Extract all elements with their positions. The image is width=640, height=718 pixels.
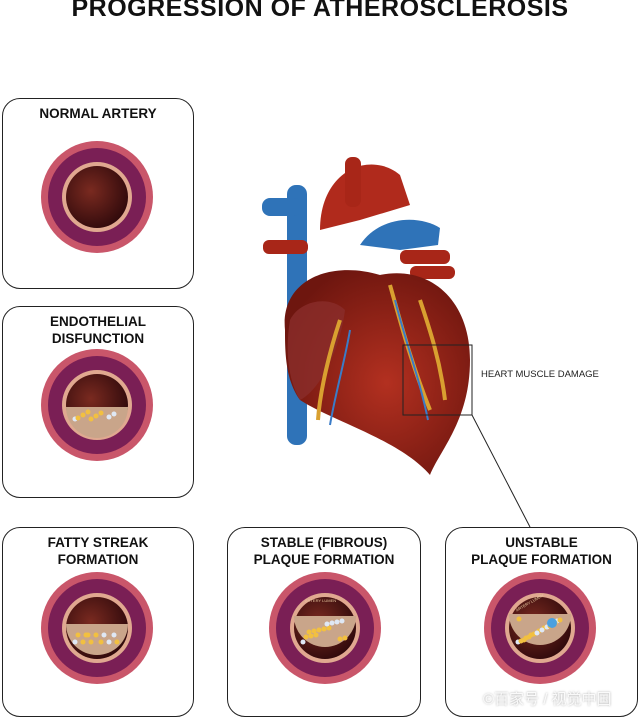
lipid-particle <box>111 411 117 417</box>
lipid-particle <box>516 616 522 622</box>
callout-line <box>471 414 531 528</box>
plaque <box>66 624 128 655</box>
lipid-particle <box>326 625 332 631</box>
lipid-particle <box>111 632 117 638</box>
lipid-particle <box>308 633 314 639</box>
lipid-particle <box>329 620 335 626</box>
artery-lumen <box>66 166 128 228</box>
lipid-particle <box>342 635 348 641</box>
lipid-particle <box>80 412 86 418</box>
lipid-particle <box>534 630 540 636</box>
heart-muscle-damage-label: HEART MUSCLE DAMAGE <box>481 369 599 380</box>
lipid-particle <box>98 639 104 645</box>
panel-label: STABLE (FIBROUS) PLAQUE FORMATION <box>253 535 395 567</box>
lipid-particle <box>88 416 94 422</box>
lipid-particle <box>88 639 94 645</box>
watermark: ©百家号 / 视觉中国 <box>483 691 612 708</box>
lipid-particle <box>339 618 345 624</box>
lipid-particle <box>101 632 107 638</box>
lipid-particle <box>526 634 532 640</box>
lipid-particle <box>106 414 112 420</box>
panel-label: FATTY STREAK FORMATION <box>47 535 149 567</box>
lipid-particle <box>106 639 112 645</box>
thrombus <box>547 618 557 628</box>
lipid-particle <box>114 639 120 645</box>
lipid-particle <box>72 639 78 645</box>
lipid-particle <box>80 639 86 645</box>
panel-label: NORMAL ARTERY <box>39 106 157 121</box>
lipid-particle <box>321 626 327 632</box>
lipid-particle <box>75 632 81 638</box>
lipid-particle <box>98 410 104 416</box>
lipid-particle <box>311 628 317 634</box>
page-title: PROGRESSION OF ATHEROSCLEROSIS <box>71 0 569 22</box>
lipid-particle <box>85 409 91 415</box>
panel-label: UNSTABLE PLAQUE FORMATION <box>471 535 612 567</box>
aorta <box>320 164 410 230</box>
lipid-particle <box>557 617 563 623</box>
lipid-particle <box>521 637 527 643</box>
lipid-particle <box>75 415 81 421</box>
lipid-particle <box>306 629 312 635</box>
damage-callout-box <box>402 344 473 416</box>
panel-fatty-streak: FATTY STREAK FORMATION <box>2 527 194 717</box>
lipid-particle <box>324 621 330 627</box>
lipid-particle <box>93 413 99 419</box>
lipid-particle <box>316 627 322 633</box>
lipid-particle <box>313 632 319 638</box>
artery-lumen-label: ARTERY LUMEN <box>305 598 337 603</box>
lipid-particle <box>300 639 306 645</box>
lipid-particle <box>93 632 99 638</box>
lipid-particle <box>303 634 309 640</box>
heart-illustration <box>262 157 470 475</box>
lipid-particle <box>334 619 340 625</box>
panel-label: ENDOTHELIAL DISFUNCTION <box>50 314 146 346</box>
pulmonary-artery <box>360 219 440 250</box>
lipid-particle <box>83 632 89 638</box>
lipid-particle <box>539 627 545 633</box>
lipid-particle <box>337 636 343 642</box>
